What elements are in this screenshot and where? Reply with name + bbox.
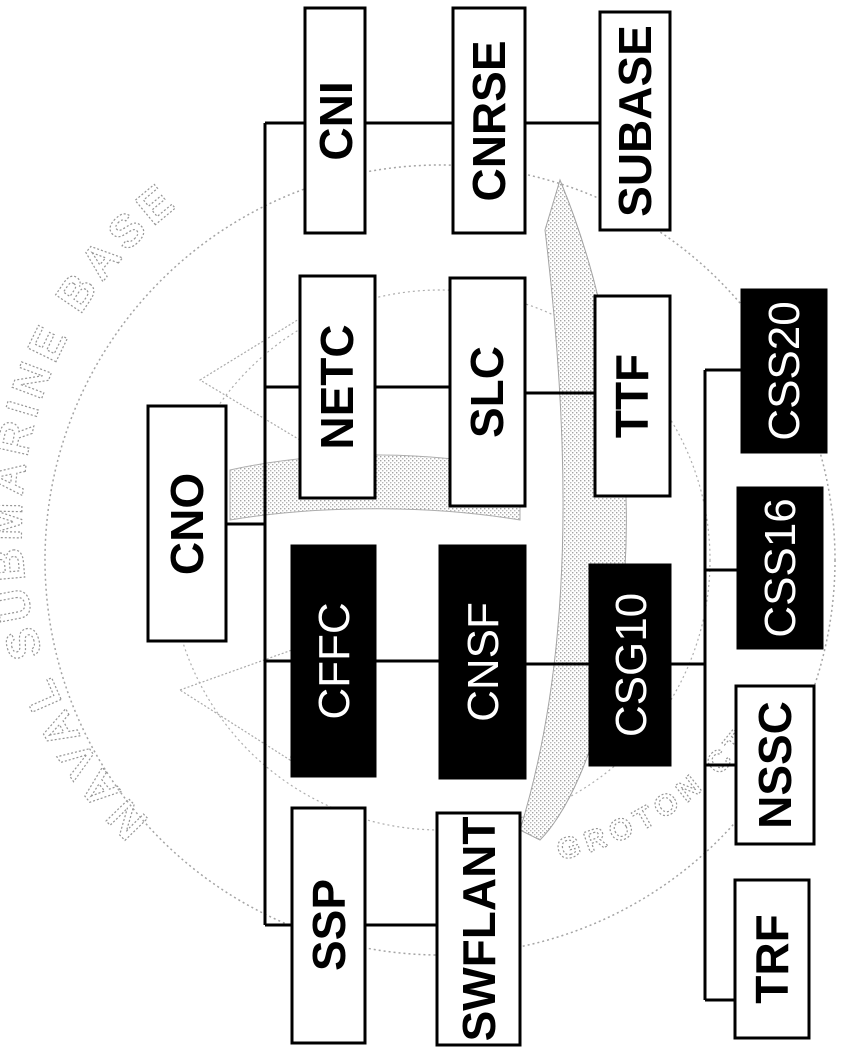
node-csg10: CSG10 [590,565,670,765]
node-label: SWFLANT [453,817,505,1042]
seal-watermark: NAVAL SUBMARINE BASE GROTON CT [0,165,835,955]
node-label: CSS16 [756,498,805,637]
node-label: TTF [606,354,658,438]
node-label: SLC [461,346,513,438]
node-ssp: SSP [292,808,365,1043]
node-netc: NETC [300,276,375,498]
node-nssc: NSSC [736,686,814,844]
node-cnsf: CNSF [440,546,525,778]
node-label: CNO [161,473,213,575]
node-cnrse: CNRSE [453,8,525,233]
node-label: CFFC [310,602,359,719]
node-ttf: TTF [595,296,670,496]
node-label: CSS20 [760,301,809,440]
node-swflant: SWFLANT [437,813,520,1045]
node-label: NETC [311,324,363,449]
node-label: TRF [746,914,798,1003]
node-slc: SLC [450,278,525,506]
node-css20: CSS20 [742,290,826,452]
node-trf: TRF [735,880,809,1038]
node-subase: SUBASE [600,12,670,230]
node-label: SSP [303,879,355,971]
node-cffc: CFFC [292,546,375,776]
node-label: CSG10 [607,593,656,737]
node-cni: CNI [305,8,365,233]
node-css16: CSS16 [738,488,822,648]
node-label: CNI [310,81,362,160]
node-label: NSSC [749,701,801,829]
node-label: SUBASE [609,25,661,217]
node-cno: CNO [148,406,226,641]
node-label: CNRSE [463,40,515,201]
node-label: CNSF [459,602,508,722]
